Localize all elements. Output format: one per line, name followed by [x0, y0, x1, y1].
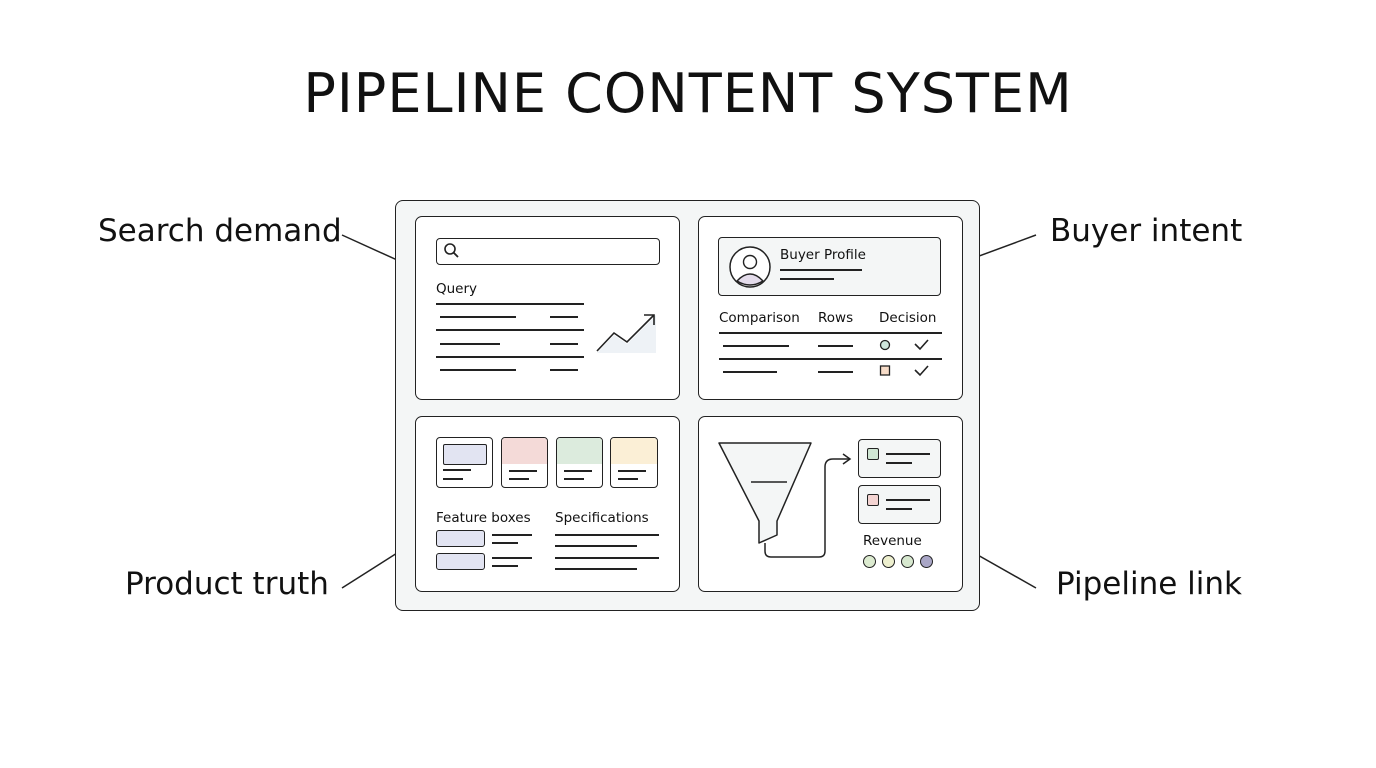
table-rule: [719, 358, 942, 360]
result-line: [550, 369, 578, 371]
revenue-dot: [901, 555, 914, 568]
system-frame: Query Buyer Profile Comparison Rows: [395, 200, 980, 611]
status-square: [879, 365, 891, 376]
table-line: [818, 345, 853, 347]
revenue-label: Revenue: [863, 533, 922, 549]
revenue-dot: [920, 555, 933, 568]
pipeline-card-marker: [867, 494, 879, 506]
spec-line: [555, 545, 637, 547]
feature-card: [436, 437, 493, 488]
result-line: [550, 343, 578, 345]
feature-card-fill: [443, 444, 487, 465]
result-rule: [436, 356, 584, 358]
feature-card-fill: [502, 438, 547, 464]
feature-boxes-label: Feature boxes: [436, 510, 531, 526]
decision-marks: [879, 339, 929, 377]
revenue-dot: [882, 555, 895, 568]
specifications-label: Specifications: [555, 510, 649, 526]
callout-buyer-intent: Buyer intent: [1050, 213, 1243, 249]
page-title: PIPELINE CONTENT SYSTEM: [303, 62, 1073, 125]
table-line: [723, 371, 777, 373]
col-decision: Decision: [879, 310, 937, 326]
spec-line: [555, 534, 659, 536]
spec-line: [555, 568, 637, 570]
result-rule: [436, 329, 584, 331]
callout-product-truth: Product truth: [125, 566, 329, 602]
pipeline-panel: Revenue: [698, 416, 963, 592]
revenue-dots: [863, 555, 943, 571]
col-rows: Rows: [818, 310, 854, 326]
buyer-profile-label: Buyer Profile: [780, 247, 866, 263]
result-line: [550, 316, 578, 318]
pipeline-card: [858, 439, 941, 478]
result-line: [440, 343, 500, 345]
table-line: [818, 371, 853, 373]
callout-search-demand: Search demand: [98, 213, 342, 249]
feature-card: [610, 437, 658, 488]
revenue-dot: [863, 555, 876, 568]
profile-line: [780, 278, 834, 280]
product-panel: Feature boxes Specifications: [415, 416, 680, 592]
feature-card-fill: [557, 438, 602, 464]
pipeline-card-marker: [867, 448, 879, 460]
query-rule: [436, 303, 584, 305]
buyer-profile-card: Buyer Profile: [718, 237, 941, 296]
status-dot: [879, 339, 891, 351]
feature-card-fill: [611, 438, 657, 464]
check-icon: [914, 365, 929, 377]
feature-card: [501, 437, 548, 488]
funnel-icon: [718, 442, 852, 558]
trend-up-icon: [596, 314, 656, 353]
table-line: [723, 345, 789, 347]
result-line: [440, 316, 516, 318]
col-comparison: Comparison: [719, 310, 800, 326]
profile-line: [780, 269, 862, 271]
avatar-icon: [729, 246, 771, 288]
callout-pipeline-link: Pipeline link: [1056, 566, 1242, 602]
buyer-panel: Buyer Profile Comparison Rows Decision: [698, 216, 963, 400]
check-icon: [914, 339, 929, 351]
feature-box: [436, 530, 485, 547]
search-icon: [444, 243, 459, 258]
pipeline-card: [858, 485, 941, 524]
search-panel: Query: [415, 216, 680, 400]
search-bar: [436, 238, 660, 265]
result-line: [440, 369, 516, 371]
feature-box: [436, 553, 485, 570]
arrow-icon: [764, 458, 849, 558]
spec-line: [555, 557, 659, 559]
feature-card: [556, 437, 603, 488]
table-rule: [719, 332, 942, 334]
query-label: Query: [436, 281, 478, 297]
